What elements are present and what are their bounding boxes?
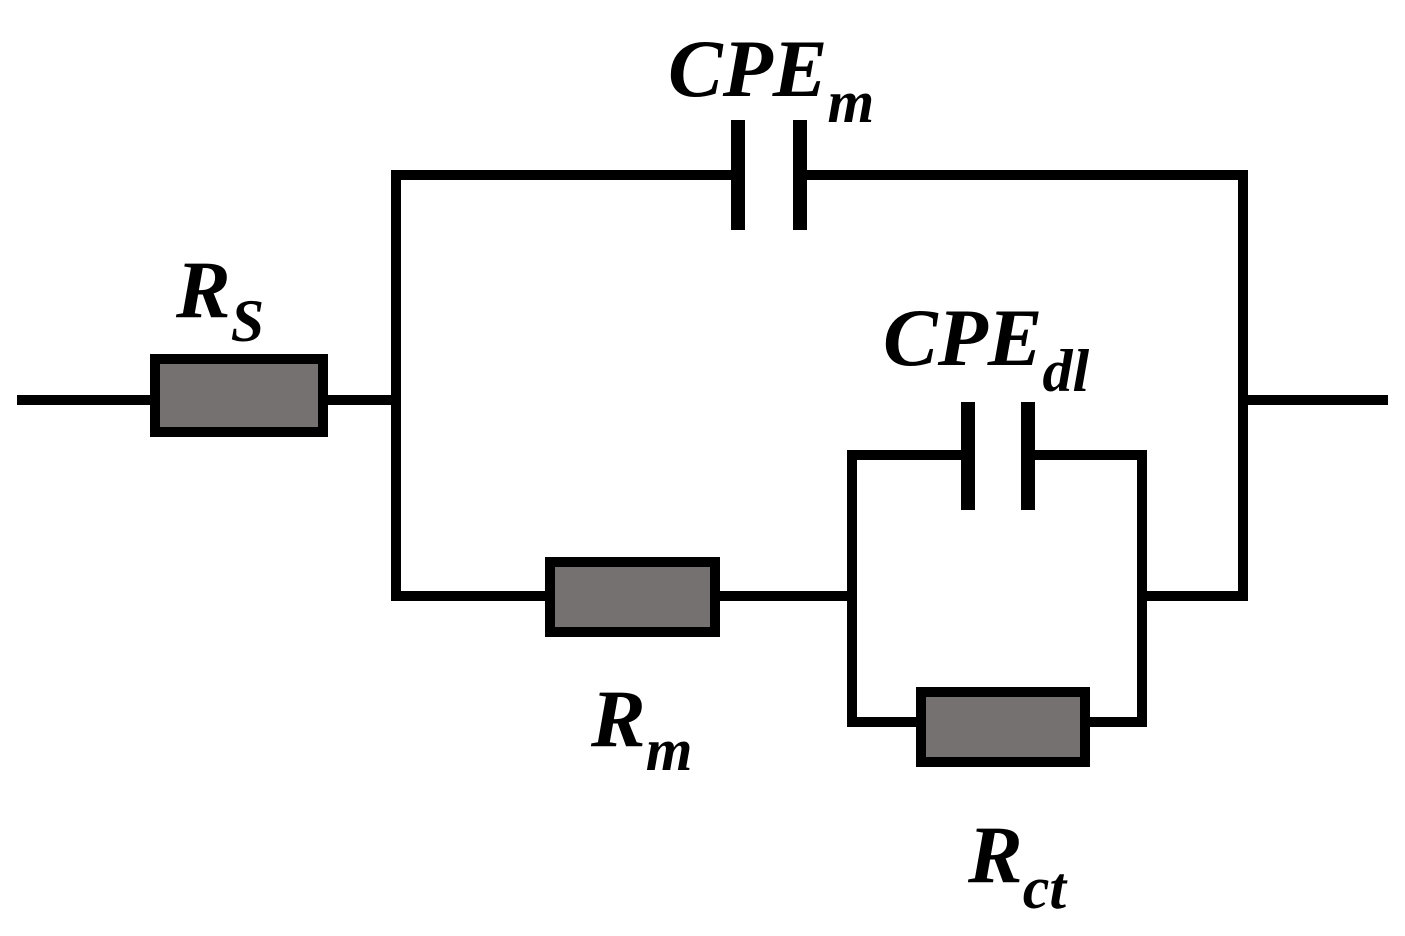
resistor-rct: Rct [916, 687, 1090, 921]
resistor-rct-body [916, 687, 1090, 767]
cpe-m: CPEm [668, 23, 874, 230]
cpe-m-label: CPEm [668, 23, 874, 135]
resistor-rs: RS [150, 244, 328, 437]
resistor-rct-label-main: R [967, 809, 1023, 900]
resistor-rs-label-sub: S [231, 288, 264, 354]
resistor-rct-label: Rct [967, 809, 1068, 921]
resistor-rs-label: RS [175, 244, 264, 354]
resistor-rct-label-sub: ct [1023, 855, 1069, 921]
resistor-rs-body [150, 354, 328, 437]
cpe-dl: CPEdl [883, 292, 1089, 510]
cpe-dl-right-wire [1023, 450, 1147, 727]
cpe-dl-label-sub: dl [1042, 338, 1089, 404]
resistor-rm-label: Rm [590, 673, 692, 783]
wires [17, 170, 1388, 727]
top-branch-right-wire [795, 170, 1248, 601]
resistor-rm-label-main: R [590, 673, 646, 764]
cpe-dl-label: CPEdl [883, 292, 1089, 404]
resistor-rm-body [545, 557, 720, 637]
resistor-rs-label-main: R [175, 244, 231, 335]
resistor-rm-label-sub: m [646, 717, 693, 783]
cpe-dl-label-main: CPE [883, 292, 1042, 383]
cpe-m-label-main: CPE [668, 23, 827, 114]
cpe-m-label-sub: m [827, 69, 874, 135]
resistor-rm: Rm [545, 557, 720, 783]
